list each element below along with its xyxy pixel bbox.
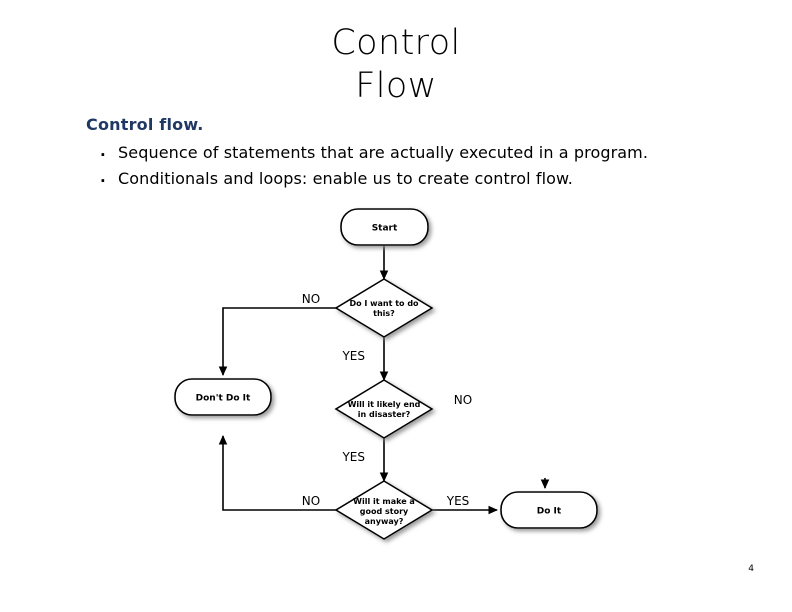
lead-heading: Control flow. <box>86 115 204 134</box>
decision-want-label-line-1: Do I want to do <box>349 299 419 308</box>
do-it-node-shape <box>500 491 598 529</box>
decision-disaster-label-line-2: in disaster? <box>358 410 411 419</box>
dont-do-it-node-label: Don't Do It <box>196 394 251 404</box>
decision-story-label-line-1: Will it make a <box>353 497 415 506</box>
decision-story-shape <box>334 480 434 540</box>
decision-story-label-line-3: anyway? <box>365 517 404 526</box>
start-node-shape <box>340 208 429 246</box>
edge-label-story-yes: YES <box>446 494 470 508</box>
edge-label-disaster-no: NO <box>454 393 472 407</box>
page-number: 4 <box>748 564 754 574</box>
do-it-node-label: Do It <box>537 507 562 517</box>
control-flow-flowchart: Start Do I want to do this? Will it like… <box>150 195 620 555</box>
list-item: . Conditionals and loops: enable us to c… <box>86 168 726 190</box>
list-item-label: Sequence of statements that are actually… <box>118 143 649 162</box>
edge-label-disaster-yes: YES <box>341 450 365 464</box>
edge-story-no-to-dont-do-it <box>218 435 336 511</box>
slide-body: Control flow. . Sequence of statements t… <box>86 115 726 194</box>
decision-story-label-line-2: good story <box>360 507 409 516</box>
flow-node-start: Start <box>340 208 429 246</box>
edge-want-no-to-dont-do-it <box>218 307 336 376</box>
flow-node-dont-do-it: Don't Do It <box>174 378 272 416</box>
bullet-marker-icon: . <box>100 142 106 160</box>
decision-disaster-shape <box>334 379 434 439</box>
flow-decision-will-it-likely-end-in-disaster: Will it likely end in disaster? <box>334 379 434 439</box>
edge-label-want-no: NO <box>302 292 320 306</box>
decision-want-shape <box>334 278 434 338</box>
bullet-marker-icon: . <box>100 168 106 186</box>
start-node-label: Start <box>372 224 398 234</box>
flow-decision-will-it-make-a-good-story-anyway: Will it make a good story anyway? <box>334 480 434 540</box>
page-title-line-1: Control <box>331 23 461 63</box>
decision-disaster-label-line-1: Will it likely end <box>348 400 421 409</box>
page-title-line-2: Flow <box>355 66 437 106</box>
edge-label-want-yes: YES <box>341 349 365 363</box>
decision-want-label-line-2: this? <box>373 309 395 318</box>
page-title: Control Flow <box>0 22 792 108</box>
flow-node-do-it: Do It <box>500 491 598 529</box>
flowchart-connectors <box>218 245 550 515</box>
flowchart-edge-labels: NO YES NO YES NO YES <box>302 292 472 508</box>
dont-do-it-node-shape <box>174 378 272 416</box>
edge-label-story-no: NO <box>302 494 320 508</box>
list-item-label: Conditionals and loops: enable us to cre… <box>118 169 573 188</box>
flow-decision-do-i-want-to-do-this: Do I want to do this? <box>334 278 434 338</box>
flowchart-svg: Start Do I want to do this? Will it like… <box>174 208 598 540</box>
list-item: . Sequence of statements that are actual… <box>86 142 726 164</box>
